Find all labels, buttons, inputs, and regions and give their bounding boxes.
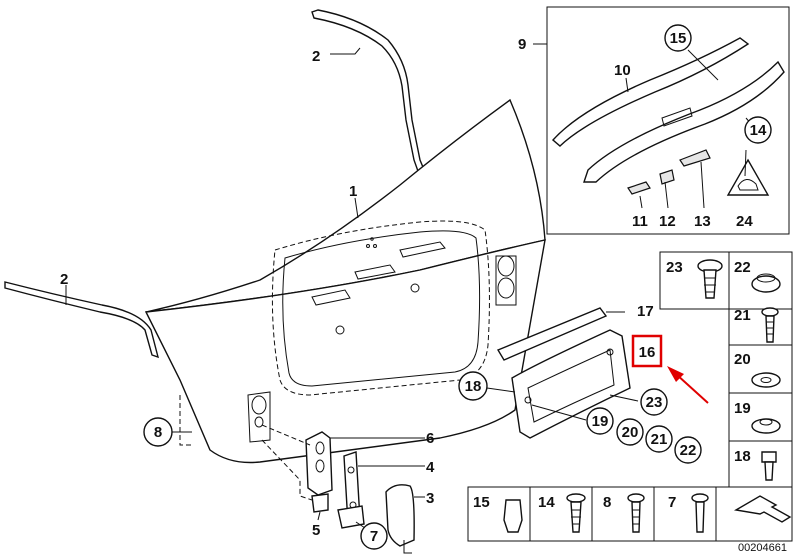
screw-23: [697, 259, 723, 299]
screw-21: [761, 307, 779, 343]
callout-19: 19: [586, 407, 614, 435]
light-lens-10: [551, 37, 750, 147]
screw-7: [691, 493, 709, 533]
svg-text:7: 7: [370, 528, 378, 545]
svg-text:21: 21: [651, 431, 668, 448]
bolt-18: [761, 451, 777, 481]
warning-label-24: [726, 158, 770, 196]
label-12: 12: [659, 213, 676, 230]
grid-label-14: 14: [538, 494, 555, 511]
grid-label-22: 22: [734, 259, 751, 276]
hinge-arm-4: [337, 451, 365, 529]
label-3: 3: [426, 490, 434, 507]
grid-label-8: 8: [603, 494, 611, 511]
grid-label-21: 21: [734, 307, 751, 324]
seal-strip-17: [496, 307, 608, 361]
grid-label-19: 19: [734, 400, 751, 417]
svg-text:8: 8: [154, 424, 162, 441]
label-16: 16: [639, 344, 656, 361]
trunk-lid: [144, 98, 546, 464]
callout-23: 23: [640, 388, 668, 416]
label-10: 10: [614, 62, 631, 79]
svg-text:22: 22: [680, 442, 697, 459]
label-13: 13: [694, 213, 711, 230]
highlight-part-16[interactable]: 16: [631, 334, 663, 368]
light-housing-14: [583, 60, 785, 183]
seal-strip-upper: [311, 9, 426, 175]
callout-20: 20: [616, 418, 644, 446]
fastener-grid: [467, 251, 793, 542]
document-id: 00204661: [738, 542, 787, 554]
label-2-upper: 2: [312, 48, 320, 65]
screw-14: [566, 493, 586, 533]
cover-cap-3: [385, 484, 415, 554]
callout-22: 22: [674, 436, 702, 464]
direction-arrow-icon: [733, 495, 792, 523]
callout-7: 7: [360, 522, 388, 550]
label-11: 11: [632, 213, 648, 230]
hinge-bracket-6: [305, 431, 333, 496]
label-17: 17: [637, 303, 654, 320]
seal-pads-11-12-13: [627, 149, 711, 195]
hinge-dashed-guides: [179, 395, 313, 501]
callout-14: 14: [744, 116, 772, 144]
grid-label-18: 18: [734, 448, 751, 465]
label-2-lower: 2: [60, 271, 68, 288]
label-1: 1: [349, 183, 357, 200]
svg-text:20: 20: [622, 424, 639, 441]
svg-text:23: 23: [646, 394, 663, 411]
label-24: 24: [736, 213, 753, 230]
highlight-arrow-icon: [667, 366, 709, 404]
part-labels: 1 2 2 3 4 5 6 9 10 11 12 13 24 17 23 22 …: [60, 36, 753, 539]
inset-box-light-assembly: [546, 6, 790, 235]
grid-label-15: 15: [473, 494, 490, 511]
svg-text:19: 19: [592, 413, 609, 430]
grid-label-7: 7: [668, 494, 676, 511]
grid-label-20: 20: [734, 351, 751, 368]
grommet-22: [751, 273, 781, 293]
callout-15: 15: [664, 24, 692, 52]
washer-20: [751, 372, 781, 388]
screw-8: [627, 493, 645, 533]
plate-bracket-16: [511, 329, 631, 439]
clip-15: [503, 499, 523, 533]
leader-lines: [65, 43, 753, 531]
label-4: 4: [426, 459, 435, 476]
seal-strip-lower: [4, 281, 160, 359]
clip-5: [311, 493, 329, 513]
label-9: 9: [518, 36, 526, 53]
label-6: 6: [426, 430, 434, 447]
svg-text:18: 18: [465, 378, 482, 395]
callout-21: 21: [645, 425, 673, 453]
svg-text:15: 15: [670, 30, 687, 47]
grid-label-23: 23: [666, 259, 683, 276]
label-5: 5: [312, 522, 320, 539]
highlight-box: [631, 334, 663, 368]
nut-19: [751, 418, 781, 434]
svg-text:14: 14: [750, 122, 767, 139]
callout-18: 18: [458, 371, 488, 401]
callout-8: 8: [143, 417, 173, 447]
